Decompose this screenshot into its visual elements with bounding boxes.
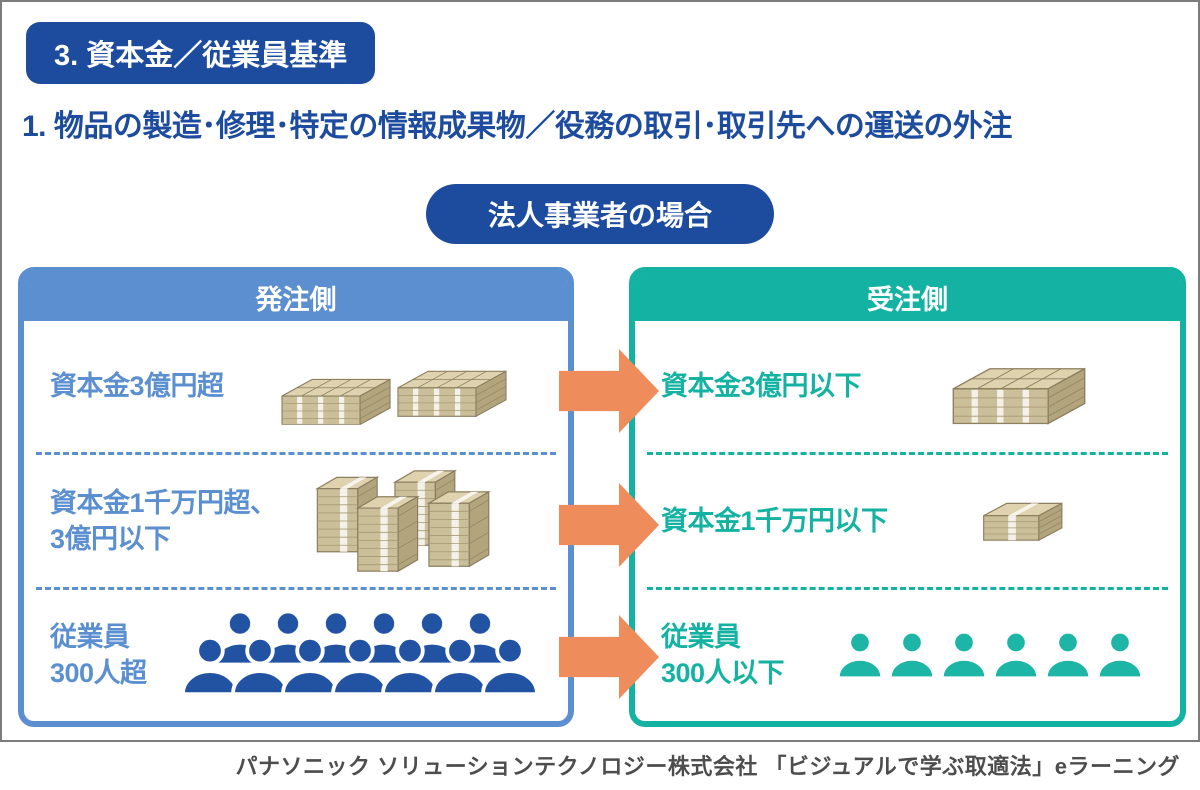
footer-credit: パナソニック ソリューションテクノロジー株式会社 「ビジュアルで学ぶ取適法」eラ… xyxy=(235,754,1180,779)
section-title-badge: 3. 資本金／従業員基準 xyxy=(26,22,376,84)
contractor-row-capital-under-300m: 資本金3億円以下 xyxy=(647,321,1168,456)
orderer-panel-body: 資本金3億円超 資本金1千万円超、 3億円以下 xyxy=(24,321,568,721)
contractor-panel-body: 資本金3億円以下 資本金1千万円以下 従業員 300人以下 xyxy=(635,321,1180,721)
orderer-row-capital-over-300m: 資本金3億円超 xyxy=(36,321,556,456)
people-row-icon xyxy=(834,629,1146,681)
contractor-panel-header: 受注側 xyxy=(635,273,1180,321)
row-label: 資本金3億円超 xyxy=(50,371,224,402)
orderer-row-capital-over-10m: 資本金1千万円超、 3億円以下 xyxy=(36,455,556,590)
money-stacks-four-icon xyxy=(306,461,492,581)
transaction-type-heading: 1. 物品の製造･修理･特定の情報成果物／役務の取引･取引先への運送の外注 xyxy=(22,110,1012,143)
people-crowd-icon xyxy=(178,608,544,702)
money-bundle-icon xyxy=(976,496,1068,547)
person-icon xyxy=(834,629,886,681)
money-pallet-single-icon xyxy=(946,343,1092,431)
person-icon xyxy=(1094,629,1146,681)
contractor-row-employees-under-300: 従業員 300人以下 xyxy=(647,590,1168,721)
people-crowd-front-row xyxy=(178,634,528,698)
person-icon xyxy=(1042,629,1094,681)
corporate-case-pill: 法人事業者の場合 xyxy=(425,184,775,244)
contractor-row-capital-under-10m: 資本金1千万円以下 xyxy=(647,455,1168,590)
orderer-panel-header: 発注側 xyxy=(24,273,568,321)
row-label: 資本金1千万円超、 3億円以下 xyxy=(50,487,277,554)
contractor-panel: 受注側 資本金3億円以下 資本金1千万円以下 従業員 300人以下 xyxy=(629,267,1186,727)
row-label: 従業員 300人以下 xyxy=(661,621,785,689)
person-icon xyxy=(938,629,990,681)
orderer-panel: 発注側 資本金3億円超 資本金1千万円超、 3億円以下 xyxy=(18,267,574,727)
person-icon xyxy=(990,629,1042,681)
money-pallet-double-icon xyxy=(276,348,512,425)
row-label: 資本金1千万円以下 xyxy=(661,505,888,536)
person-icon xyxy=(478,634,542,698)
row-label: 従業員 300人超 xyxy=(50,621,147,689)
row-label: 資本金3億円以下 xyxy=(661,371,862,402)
person-icon xyxy=(886,629,938,681)
orderer-row-employees-over-300: 従業員 300人超 xyxy=(36,590,556,721)
slide-frame: 3. 資本金／従業員基準 1. 物品の製造･修理･特定の情報成果物／役務の取引･… xyxy=(0,0,1200,742)
